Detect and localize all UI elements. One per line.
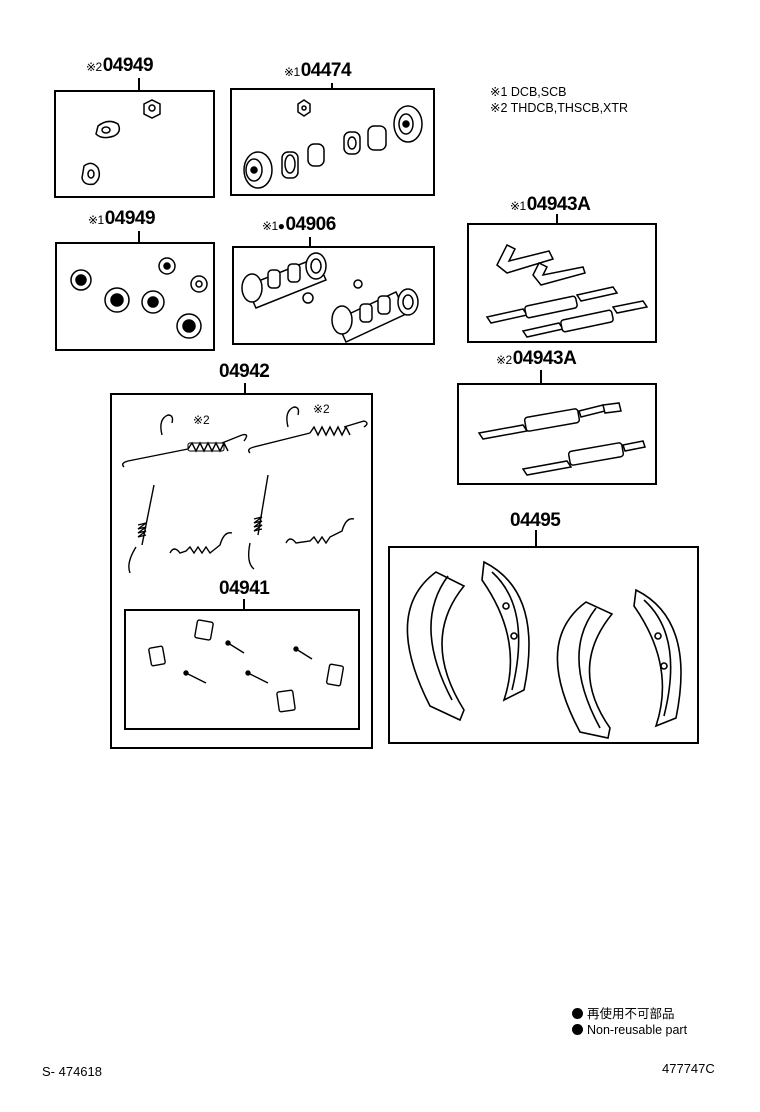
footer-left-code: S- 474618 — [42, 1064, 102, 1079]
leader-line — [138, 231, 140, 243]
note-line-2: ※2 THDCB,THSCB,XTR — [490, 101, 629, 115]
kit-box-04906 — [232, 246, 435, 345]
legend-en: Non-reusable part — [572, 1023, 687, 1037]
leader-line — [540, 370, 542, 384]
kit-box-04474 — [230, 88, 435, 196]
part-label-04906: ※1●04906 — [262, 214, 336, 235]
kit-box-04949-top — [54, 90, 215, 198]
kit-box-04943A-bottom — [457, 383, 657, 485]
leader-line — [243, 599, 245, 610]
kit-box-04942 — [110, 393, 373, 749]
non-reusable-dot-icon — [572, 1024, 583, 1035]
leader-line — [535, 530, 537, 547]
legend-jp: 再使用不可部品 — [572, 1003, 675, 1022]
leader-line — [138, 78, 140, 91]
part-label-04949-mid: ※104949 — [88, 208, 156, 229]
callout-mark-2: ※2 — [313, 402, 330, 416]
cylinder-kit-illustration — [230, 88, 435, 196]
leader-line — [309, 237, 311, 247]
part-label-04949-top: ※204949 — [86, 55, 154, 76]
part-label-04941: 04941 — [219, 578, 270, 599]
part-label-04943A-top: ※104943A — [510, 194, 591, 215]
footer-right-code: 477747C — [662, 1061, 715, 1076]
leader-line — [331, 83, 333, 89]
leader-line — [556, 214, 558, 224]
kit-box-04943A-top — [467, 223, 657, 343]
spring-set-illustration — [110, 393, 373, 609]
kit-box-04495 — [388, 546, 699, 744]
leader-line — [244, 383, 246, 394]
part-label-04943A-bottom: ※204943A — [496, 348, 577, 369]
brake-shoe-illustration — [388, 546, 699, 744]
note-line-1: ※1 DCB,SCB — [490, 85, 567, 99]
part-label-04495: 04495 — [510, 510, 561, 531]
cup-parts-illustration — [55, 242, 215, 351]
adjuster-set-illustration-b — [457, 383, 657, 485]
kit-box-04949-mid — [55, 242, 215, 351]
wheel-cylinder-illustration — [232, 246, 435, 345]
callout-mark-1: ※2 — [193, 413, 210, 427]
non-reusable-dot-icon — [572, 1008, 583, 1019]
hold-down-kit-illustration — [124, 609, 360, 730]
adjuster-set-illustration-a — [467, 223, 657, 343]
kit-box-04941 — [124, 609, 360, 730]
part-label-04474: ※104474 — [284, 60, 352, 81]
boot-parts-illustration — [54, 90, 215, 198]
part-label-04942: 04942 — [219, 361, 270, 382]
